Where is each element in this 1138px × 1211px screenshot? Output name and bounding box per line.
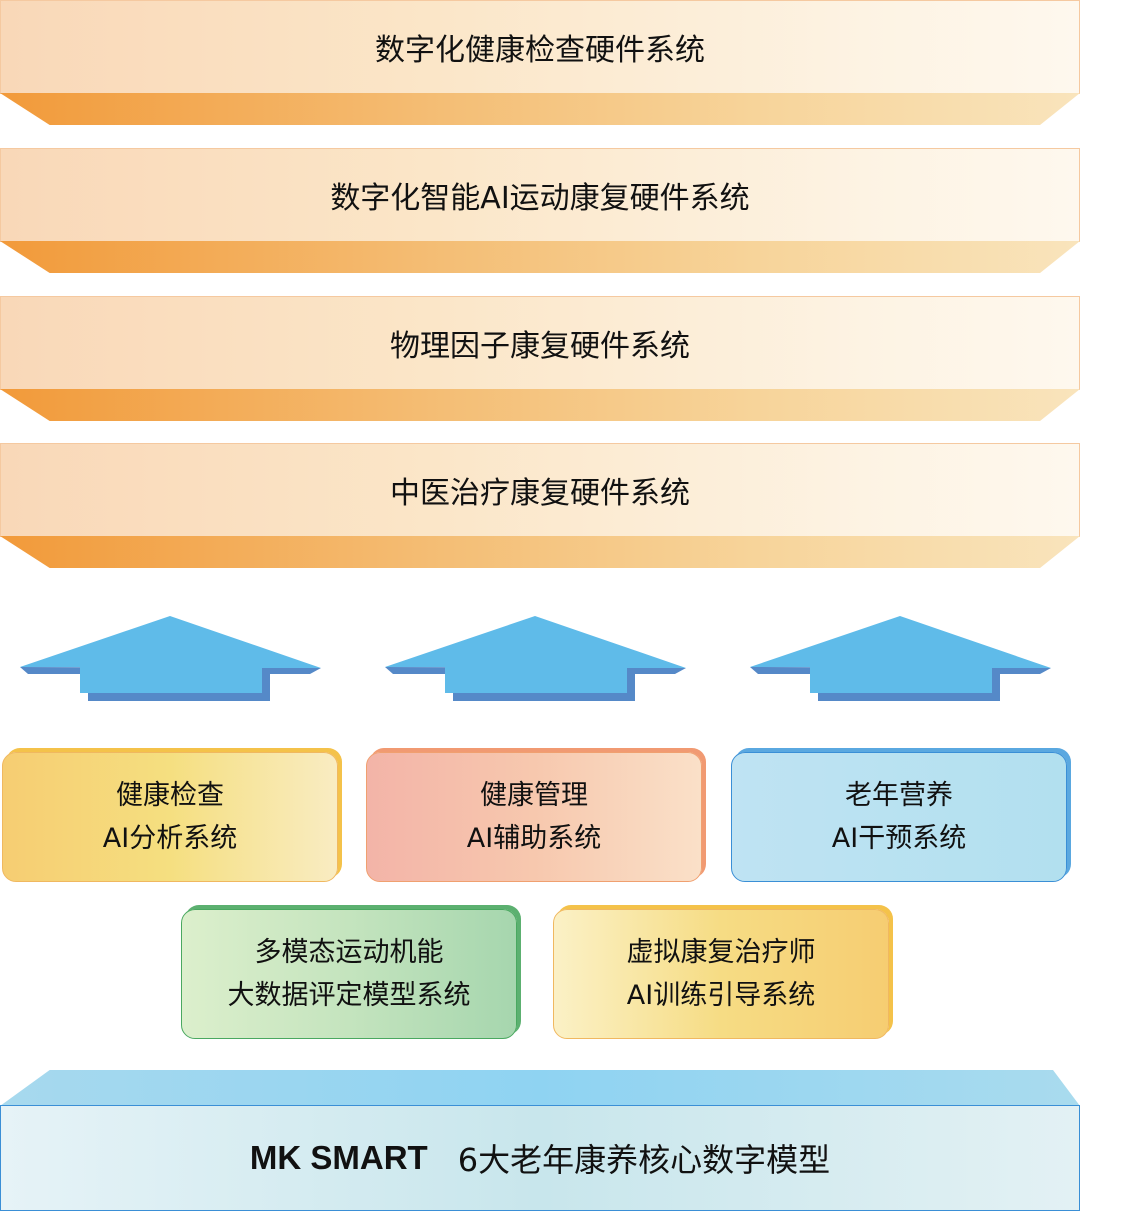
- base-core-models: MK SMART 6大老年康养核心数字模型: [0, 1105, 1080, 1211]
- box-line2: AI干预系统: [831, 823, 967, 854]
- layer-label: 数字化健康检查硬件系统: [0, 0, 1080, 94]
- box-line1: 多模态运动机能: [254, 937, 444, 968]
- box-health-management-ai: 健康管理 AI辅助系统: [366, 752, 702, 882]
- layer-ai-rehab-hardware: 数字化智能AI运动康复硬件系统: [0, 148, 1080, 273]
- layer-label: 物理因子康复硬件系统: [0, 296, 1080, 390]
- up-arrows: [20, 616, 1051, 701]
- layer-bevel: [0, 241, 1080, 273]
- brand-label: MK SMART: [249, 1139, 428, 1176]
- layer-health-check-hardware: 数字化健康检查硬件系统: [0, 0, 1080, 125]
- layer-label: 数字化智能AI运动康复硬件系统: [0, 148, 1080, 242]
- box-virtual-therapist-ai: 虚拟康复治疗师 AI训练引导系统: [553, 909, 889, 1039]
- box-nutrition-ai: 老年营养 AI干预系统: [731, 752, 1067, 882]
- up-arrow-icon: [385, 616, 686, 701]
- box-line2: AI训练引导系统: [626, 980, 816, 1011]
- up-arrow-icon: [20, 616, 321, 701]
- box-line1: 健康管理: [480, 780, 588, 811]
- layer-physical-factor-hardware: 物理因子康复硬件系统: [0, 296, 1080, 421]
- up-arrow-icon: [750, 616, 1051, 701]
- box-health-check-ai: 健康检查 AI分析系统: [2, 752, 338, 882]
- box-line1: 老年营养: [845, 780, 953, 811]
- base-bevel: [0, 1070, 1080, 1106]
- box-line1: 虚拟康复治疗师: [626, 937, 816, 968]
- layer-bevel: [0, 93, 1080, 125]
- box-line2: 大数据评定模型系统: [227, 980, 471, 1011]
- layer-bevel: [0, 389, 1080, 421]
- box-motion-bigdata: 多模态运动机能大数据评定模型系统: [181, 909, 517, 1039]
- box-line1: 健康检查: [116, 780, 224, 811]
- box-line2: AI辅助系统: [466, 823, 602, 854]
- layer-bevel: [0, 536, 1080, 568]
- base-title: 6大老年康养核心数字模型: [457, 1141, 831, 1179]
- layer-label: 中医治疗康复硬件系统: [0, 443, 1080, 537]
- layer-tcm-hardware: 中医治疗康复硬件系统: [0, 443, 1080, 568]
- box-line2: AI分析系统: [102, 823, 238, 854]
